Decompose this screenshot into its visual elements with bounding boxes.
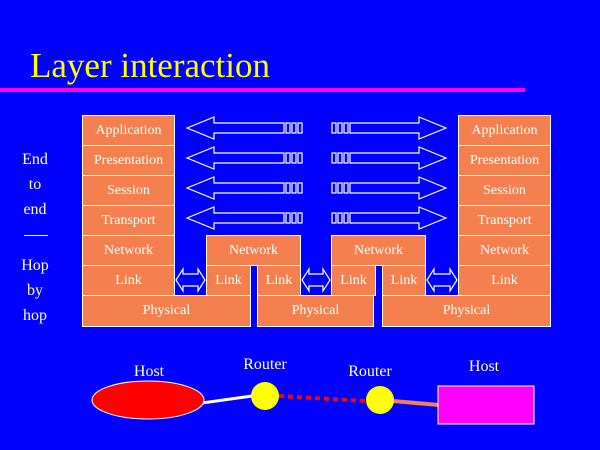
arrow-segment: [343, 122, 349, 134]
arrow-segment: [343, 152, 349, 164]
router2-physical: Physical: [382, 295, 551, 327]
arrow-segment: [285, 182, 291, 194]
host-left-label: Host: [133, 363, 165, 380]
layer-presentation: Presentation: [82, 145, 175, 176]
arrow-segment: [297, 212, 303, 224]
divider: [24, 235, 48, 236]
arrow-segment: [285, 122, 291, 134]
peer-arrow-right: [349, 206, 448, 230]
double-arrow: [175, 266, 206, 294]
router1-network: Network: [206, 235, 301, 266]
arrow-segment: [285, 212, 291, 224]
topology: [91, 380, 535, 425]
router2-link-left: Link: [331, 265, 376, 296]
host-left-ellipse: [91, 380, 205, 420]
host-right-label: Host: [468, 358, 500, 375]
title-underline: [0, 88, 525, 92]
arrow-segment: [297, 182, 303, 194]
arrow-segment: [343, 182, 349, 194]
peer-arrow-left: [185, 176, 285, 200]
layer-application: Application: [458, 115, 551, 146]
arrow-segment: [337, 212, 343, 224]
arrow-segment: [337, 152, 343, 164]
side-word: Hop: [21, 257, 49, 274]
arrow-segment: [337, 122, 343, 134]
arrow-segment: [291, 152, 297, 164]
layer-transport: Transport: [458, 205, 551, 236]
layer-session: Session: [82, 175, 175, 206]
router1-label: Router: [243, 356, 287, 373]
arrow-segment: [291, 122, 297, 134]
double-arrow: [426, 266, 458, 294]
layer-physical: Physical: [82, 295, 251, 327]
peer-arrow-left: [185, 146, 285, 170]
router1-physical: Physical: [257, 295, 374, 327]
peer-arrow-right: [349, 176, 448, 200]
arrow-segment: [337, 182, 343, 194]
arrow-segment: [331, 152, 337, 164]
peer-arrow-right: [349, 116, 448, 140]
router2-label: Router: [348, 363, 392, 380]
slide-title: Layer interaction: [30, 46, 271, 85]
router1-circle: [251, 382, 279, 410]
arrow-segment: [285, 152, 291, 164]
layer-link: Link: [82, 265, 175, 296]
peer-arrow-left: [185, 116, 285, 140]
double-arrow: [301, 266, 331, 294]
link-line-host-router: [201, 394, 253, 405]
arrow-segment: [291, 212, 297, 224]
link-line-router-host: [392, 399, 440, 407]
router2-circle: [366, 386, 394, 414]
side-word: end: [23, 201, 47, 218]
side-word: to: [28, 176, 42, 193]
layer-network: Network: [82, 235, 175, 266]
hop-by-hop-label: Hop by hop: [14, 253, 56, 328]
router1-link-right: Link: [257, 265, 301, 296]
arrow-segment: [297, 122, 303, 134]
host-right-rect: [437, 385, 535, 425]
end-to-end-label: End to end: [14, 147, 56, 222]
layer-transport: Transport: [82, 205, 175, 236]
router1-link-left: Link: [206, 265, 251, 296]
arrow-segment: [297, 152, 303, 164]
router2-network: Network: [331, 235, 426, 266]
side-word: hop: [23, 307, 47, 324]
arrow-segment: [331, 122, 337, 134]
peer-arrow-right: [349, 146, 448, 170]
arrow-segment: [343, 212, 349, 224]
peer-arrow-left: [185, 206, 285, 230]
arrow-segment: [331, 212, 337, 224]
side-word: by: [27, 282, 43, 299]
arrow-segment: [331, 182, 337, 194]
arrow-segment: [291, 182, 297, 194]
layer-link: Link: [458, 265, 551, 296]
side-word: End: [22, 151, 48, 168]
link-line-router-router: [278, 394, 367, 403]
